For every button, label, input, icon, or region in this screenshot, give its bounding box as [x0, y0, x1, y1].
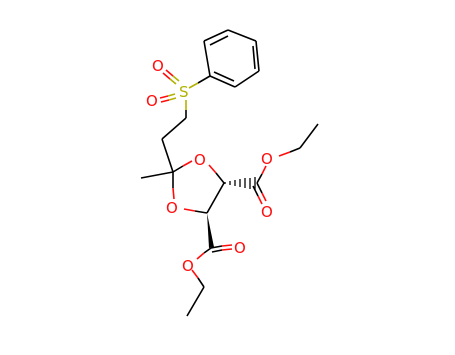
solid-wedge-bond	[207, 213, 214, 248]
bond	[188, 82, 199, 89]
bond	[168, 97, 177, 101]
bond	[197, 277, 205, 288]
bond	[196, 252, 205, 260]
bond	[255, 40, 260, 72]
ester-lower-ether-oxygen-label: O	[182, 257, 194, 275]
bond	[215, 172, 225, 184]
ring-oxygen-upper-label: O	[194, 151, 206, 169]
ring-oxygen-lower-label: O	[166, 199, 178, 217]
bond	[186, 286, 205, 317]
hashed-wedge-bond	[224, 177, 256, 190]
ester-upper	[224, 123, 319, 205]
bond	[203, 247, 212, 254]
ester-lower	[186, 213, 233, 317]
sulfonyl-group	[159, 69, 211, 118]
bond	[197, 75, 211, 84]
bond	[172, 165, 184, 173]
bond	[203, 40, 211, 77]
bond	[289, 147, 301, 153]
bond	[162, 72, 171, 80]
bond	[182, 160, 193, 167]
aromatic-bond	[213, 71, 235, 82]
bond	[172, 75, 180, 82]
sulfur-atom-label: S	[179, 83, 189, 101]
bond	[256, 182, 263, 194]
bond	[261, 165, 267, 175]
bond	[227, 29, 257, 42]
bond	[165, 69, 174, 77]
aromatic-bond	[209, 35, 229, 46]
sulfone-oxygen-upper-label: O	[152, 57, 164, 75]
sulfone-oxygen-lower-label: O	[146, 92, 158, 110]
bond	[206, 182, 225, 214]
phenyl-ring	[203, 29, 260, 88]
bond	[160, 99, 170, 103]
bond	[161, 138, 174, 173]
bond	[194, 210, 208, 214]
bond	[256, 173, 263, 184]
bond	[261, 192, 267, 202]
ethylene-linker	[161, 117, 187, 173]
bond	[252, 185, 259, 197]
aromatic-bond	[252, 45, 256, 70]
bond	[221, 248, 233, 251]
methyl-bond	[140, 171, 174, 179]
ester-lower-carbonyl-oxygen-label: O	[234, 239, 246, 257]
bond	[191, 269, 199, 279]
ester-upper-ether-oxygen-label: O	[261, 150, 273, 168]
bond	[161, 117, 187, 140]
dioxolane-ring	[140, 160, 225, 214]
bond	[203, 29, 229, 42]
bond	[167, 93, 176, 97]
bond	[183, 208, 196, 212]
bond	[172, 187, 175, 200]
bond	[159, 95, 169, 99]
bond	[209, 75, 236, 88]
ester-upper-carbonyl-oxygen-label: O	[261, 203, 273, 221]
bond	[257, 195, 263, 205]
bond	[169, 78, 177, 85]
bond	[211, 249, 223, 253]
bond	[299, 123, 319, 149]
bond	[210, 245, 223, 249]
bond	[234, 70, 260, 88]
bond	[278, 151, 291, 157]
bond	[221, 244, 233, 247]
bond	[208, 164, 217, 174]
